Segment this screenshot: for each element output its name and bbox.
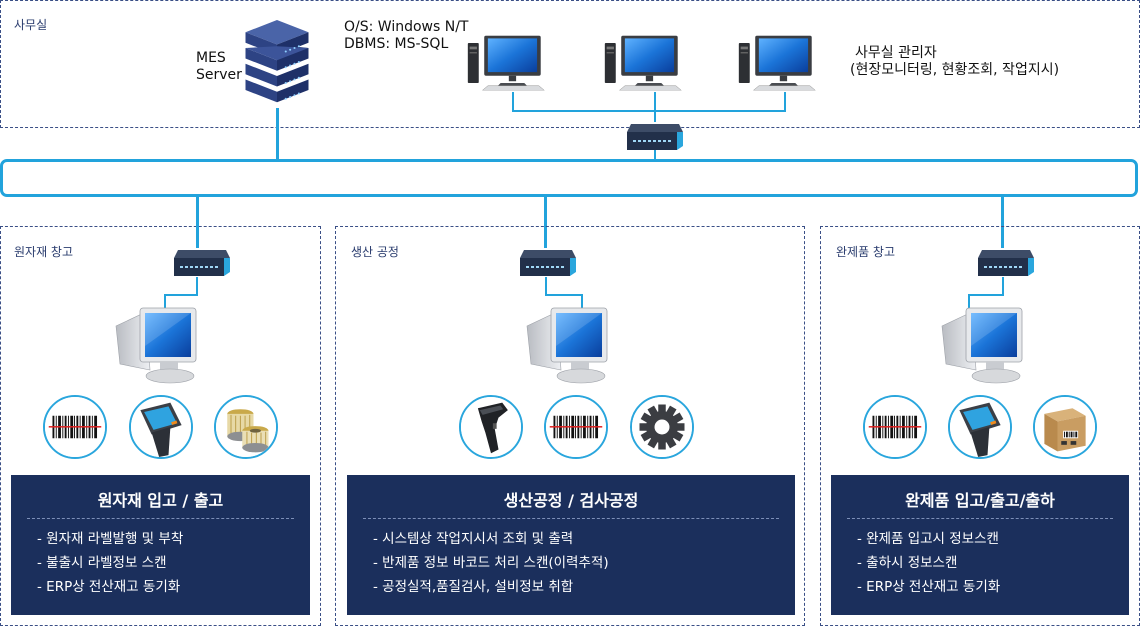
barcode-icon [45, 397, 105, 457]
workstation-monitor-icon [521, 306, 611, 386]
office-zone [0, 0, 1140, 128]
barcode-icon [865, 397, 925, 457]
office-lan-line [512, 110, 786, 112]
server-label-line2: Server [196, 67, 242, 83]
panel-task-list: - 완제품 입고시 정보스캔 - 출하시 정보스캔 - ERP상 전산재고 동기… [857, 527, 1000, 599]
server-label-line1: MES [196, 50, 226, 66]
office-switch-icon [627, 122, 683, 152]
workstation-monitor-icon [110, 306, 200, 386]
production-zone [335, 226, 805, 626]
panel-divider [847, 518, 1113, 519]
panel-title: 완제품 입고/출고/출하 [905, 491, 1055, 510]
zone-info-panel: 완제품 입고/출고/출하 - 완제품 입고시 정보스캔 - 출하시 정보스캔 -… [831, 475, 1129, 615]
device-circle [863, 395, 927, 459]
switch-link-line [164, 294, 166, 310]
raw-material-zone [0, 226, 321, 626]
panel-task-item: - ERP상 전산재고 동기화 [857, 579, 1001, 595]
panel-divider [27, 518, 294, 519]
switch-link-line [545, 294, 583, 296]
panel-task-item: - 반제품 정보 바코드 처리 스캔(이력추적) [373, 555, 609, 571]
zone-info-panel: 원자재 입고 / 출고 - 원자재 라벨발행 및 부착 - 불출시 라벨정보 스… [11, 475, 310, 615]
device-circle [544, 395, 608, 459]
office-admin-line1: 사무실 관리자 [855, 45, 937, 61]
office-desktop-icon [603, 34, 685, 92]
switch-to-bus-line [654, 150, 656, 161]
server-to-bus-line [276, 108, 279, 161]
device-circle [43, 395, 107, 459]
barcode-icon [546, 397, 606, 457]
device-circle [948, 395, 1012, 459]
bus-drop-line [196, 196, 199, 248]
zone-label: 완제품 창고 [836, 245, 896, 259]
bus-drop-line [544, 196, 547, 248]
switch-link-line [581, 294, 583, 310]
office-lan-line [512, 92, 514, 112]
zone-switch-icon [978, 248, 1034, 278]
panel-divider [363, 518, 779, 519]
bus-drop-line [1001, 196, 1004, 248]
panel-task-item: - ERP상 전산재고 동기화 [37, 579, 181, 595]
barcode-gun-icon [461, 397, 521, 457]
package-box-icon [1035, 397, 1095, 457]
office-desktop-icon [737, 34, 819, 92]
panel-task-item: - 출하시 정보스캔 [857, 555, 958, 571]
office-lan-line [784, 92, 786, 112]
dbms-spec-text: DBMS: MS-SQL [344, 36, 449, 52]
panel-task-list: - 시스템상 작업지시서 조회 및 출력 - 반제품 정보 바코드 처리 스캔(… [373, 527, 609, 599]
panel-task-item: - 시스템상 작업지시서 조회 및 출력 [373, 531, 574, 547]
office-lan-line [654, 92, 656, 112]
network-backbone [0, 159, 1138, 197]
gear-icon [632, 397, 692, 457]
office-lan-line [654, 110, 656, 122]
device-circle [129, 395, 193, 459]
zone-switch-icon [174, 248, 230, 278]
filter-cartridge-icon [216, 397, 276, 457]
switch-link-line [968, 294, 970, 310]
zone-info-panel: 생산공정 / 검사공정 - 시스템상 작업지시서 조회 및 출력 - 반제품 정… [347, 475, 795, 615]
device-circle [214, 395, 278, 459]
switch-link-line [968, 294, 1004, 296]
switch-link-line [1002, 277, 1004, 295]
switch-link-line [196, 277, 198, 295]
os-spec-text: O/S: Windows N/T [344, 19, 469, 35]
panel-task-list: - 원자재 라벨발행 및 부착 - 불출시 라벨정보 스캔 - ERP상 전산재… [37, 527, 183, 599]
panel-task-item: - 공정실적,품질검사, 설비정보 취합 [373, 579, 574, 595]
office-admin-line2: (현장모니터링, 현황조회, 작업지시) [850, 62, 1060, 78]
panel-task-item: - 완제품 입고시 정보스캔 [857, 531, 999, 547]
panel-title: 원자재 입고 / 출고 [97, 491, 224, 510]
switch-link-line [545, 277, 547, 295]
device-circle [1033, 395, 1097, 459]
panel-title: 생산공정 / 검사공정 [503, 491, 639, 510]
zone-switch-icon [520, 248, 576, 278]
panel-task-item: - 원자재 라벨발행 및 부착 [37, 531, 184, 547]
zone-label: 생산 공정 [351, 245, 399, 259]
handheld-scanner-icon [950, 397, 1010, 457]
zone-label: 원자재 창고 [14, 245, 74, 259]
office-zone-label: 사무실 [14, 18, 48, 32]
office-desktop-icon [466, 34, 548, 92]
device-circle [459, 395, 523, 459]
panel-task-item: - 불출시 라벨정보 스캔 [37, 555, 167, 571]
mes-server-icon [242, 14, 312, 110]
switch-link-line [164, 294, 198, 296]
device-circle [630, 395, 694, 459]
workstation-monitor-icon [936, 306, 1026, 386]
handheld-scanner-icon [131, 397, 191, 457]
